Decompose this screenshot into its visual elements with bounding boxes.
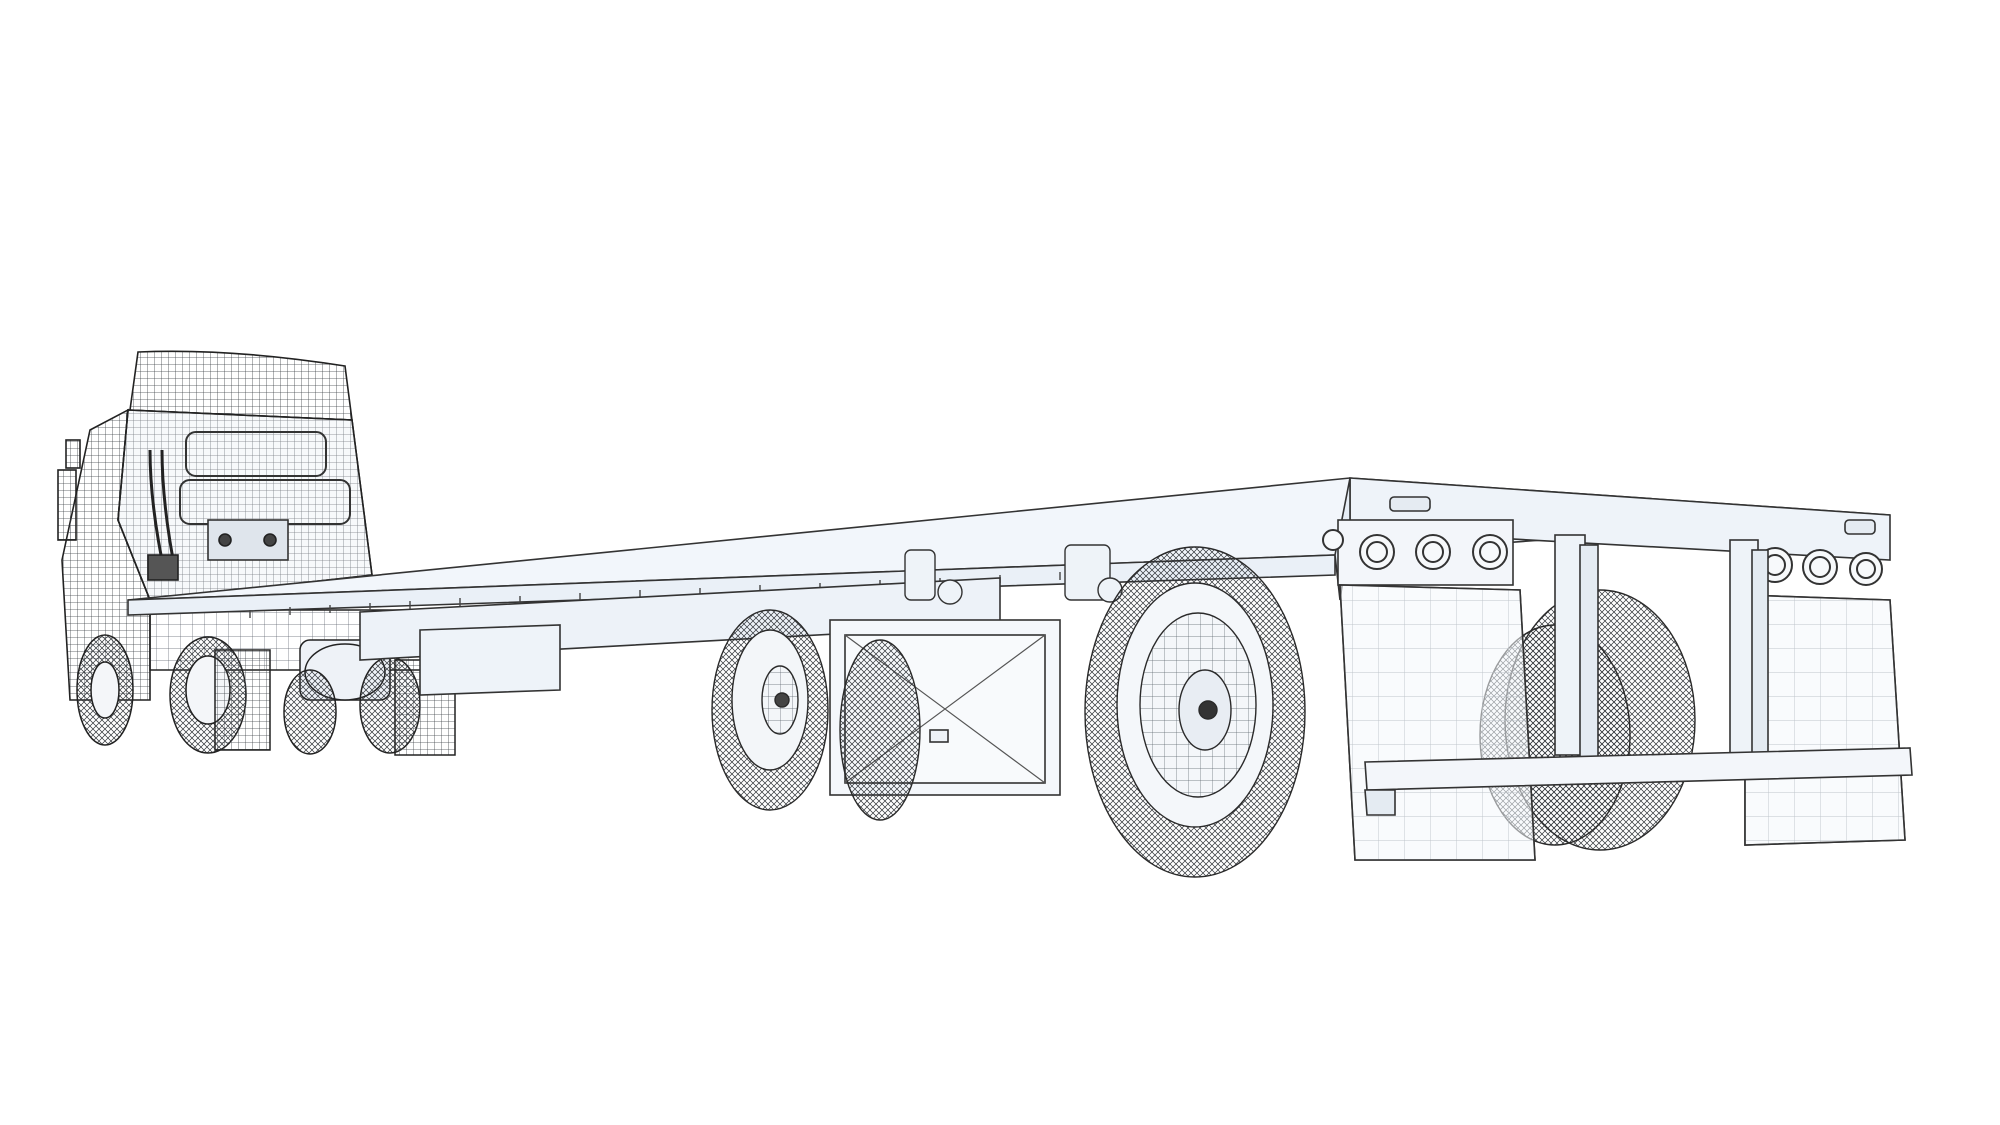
mirror (57, 469, 77, 541)
truck-front-wheel (76, 634, 134, 746)
tail-lights-right (1757, 547, 1883, 586)
trailer-wheel-rear-outer (1084, 546, 1306, 878)
truck-cab (57, 350, 373, 701)
cab-roof-spoiler (129, 350, 353, 421)
truck-rear-wheel-right (359, 656, 456, 756)
trailer-wheel-front-outer (711, 609, 829, 811)
tail-lights-left (1322, 529, 1508, 570)
truck-rear-wheel-mid (283, 669, 337, 755)
truck-rear-wheel-left (169, 636, 271, 754)
trailer-rear (1322, 477, 1913, 861)
underride-bumper (1364, 747, 1913, 791)
trailer-wheel-front-inner (839, 639, 921, 821)
trailer-axle-1 (711, 609, 921, 821)
